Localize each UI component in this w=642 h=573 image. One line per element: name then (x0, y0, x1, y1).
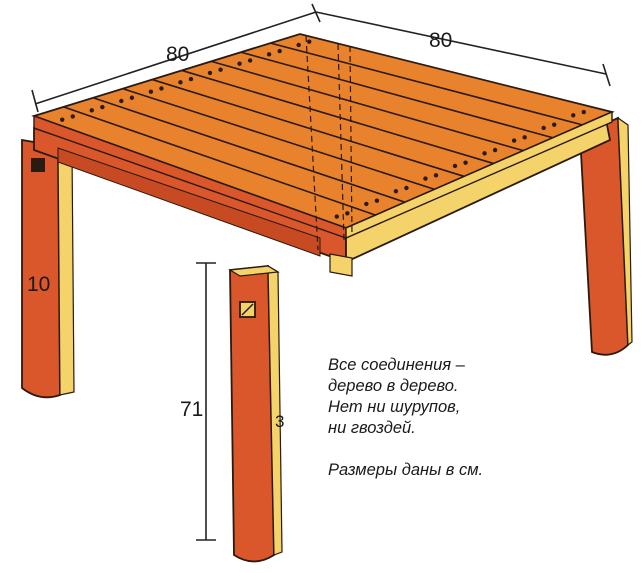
table-slats (63, 42, 583, 216)
leg-back-right (579, 116, 633, 356)
dowel-hole (492, 147, 498, 153)
note-line: дерево в дерево. (328, 377, 459, 395)
dowel-hole (374, 198, 380, 203)
dowel-hole (423, 176, 428, 181)
dowel-hole (541, 125, 546, 131)
dowel-hole (296, 42, 301, 48)
dowel-holes (60, 39, 586, 219)
dowel-hole (277, 48, 282, 54)
slat-line (270, 42, 583, 126)
slat-line (92, 97, 406, 203)
notes-text: Все соединения – дерево в дерево. Нет ни… (328, 355, 483, 481)
dowel-hole (100, 104, 105, 110)
dowel-hole (119, 98, 124, 104)
dowel-hole (364, 201, 369, 207)
dowel-hole (89, 108, 94, 113)
dowel-hole (70, 114, 75, 119)
slat-line (63, 106, 376, 216)
dowel-hole (247, 58, 253, 63)
dowel-hole (511, 138, 517, 143)
dowel-hole (463, 160, 468, 165)
dowel-hole (571, 113, 576, 118)
dowel-hole (581, 109, 586, 115)
dowel-hole (307, 39, 312, 44)
dowel-hole (266, 52, 272, 57)
dowel-hole (188, 76, 194, 82)
dowel-hole (404, 185, 409, 191)
dim-leg-height: 71 (180, 398, 203, 421)
dim-width-left: 80 (166, 43, 189, 66)
dowel-hole (482, 151, 487, 156)
hidden-crossbar (305, 35, 353, 251)
leg-mortise-icon (31, 158, 45, 172)
leg-detail (228, 264, 283, 563)
slat-line (240, 51, 554, 139)
dowel-hole (129, 95, 135, 100)
dowel-hole (452, 163, 458, 169)
dowel-hole (159, 86, 164, 91)
slat-line (151, 78, 465, 178)
dowel-hole (522, 135, 527, 140)
slat-line (122, 87, 435, 191)
dowel-hole (60, 117, 65, 122)
dowel-hole (334, 214, 339, 219)
slat-line (181, 69, 495, 165)
dim-leg-thickness: 3 (275, 412, 284, 431)
dim-leg-width: 10 (27, 273, 50, 296)
dowel-hole (237, 61, 242, 66)
dimension-lines (31, 3, 611, 541)
note-line: Нет ни шурупов, (328, 398, 461, 416)
dowel-hole (552, 122, 557, 127)
dowel-hole (393, 189, 399, 194)
dowel-hole (433, 173, 439, 178)
dowel-hole (207, 70, 213, 76)
dowel-hole (345, 211, 350, 216)
dim-width-right: 80 (429, 29, 452, 52)
note-line: Размеры даны в см. (328, 461, 484, 479)
leg-front-left (21, 138, 75, 399)
dowel-hole (218, 67, 223, 72)
slat-line (211, 60, 524, 152)
note-line: ни гвоздей. (328, 419, 416, 437)
dowel-hole (148, 89, 154, 94)
note-line: Все соединения – (328, 356, 465, 374)
dowel-hole (178, 80, 183, 85)
table-top (31, 33, 615, 251)
